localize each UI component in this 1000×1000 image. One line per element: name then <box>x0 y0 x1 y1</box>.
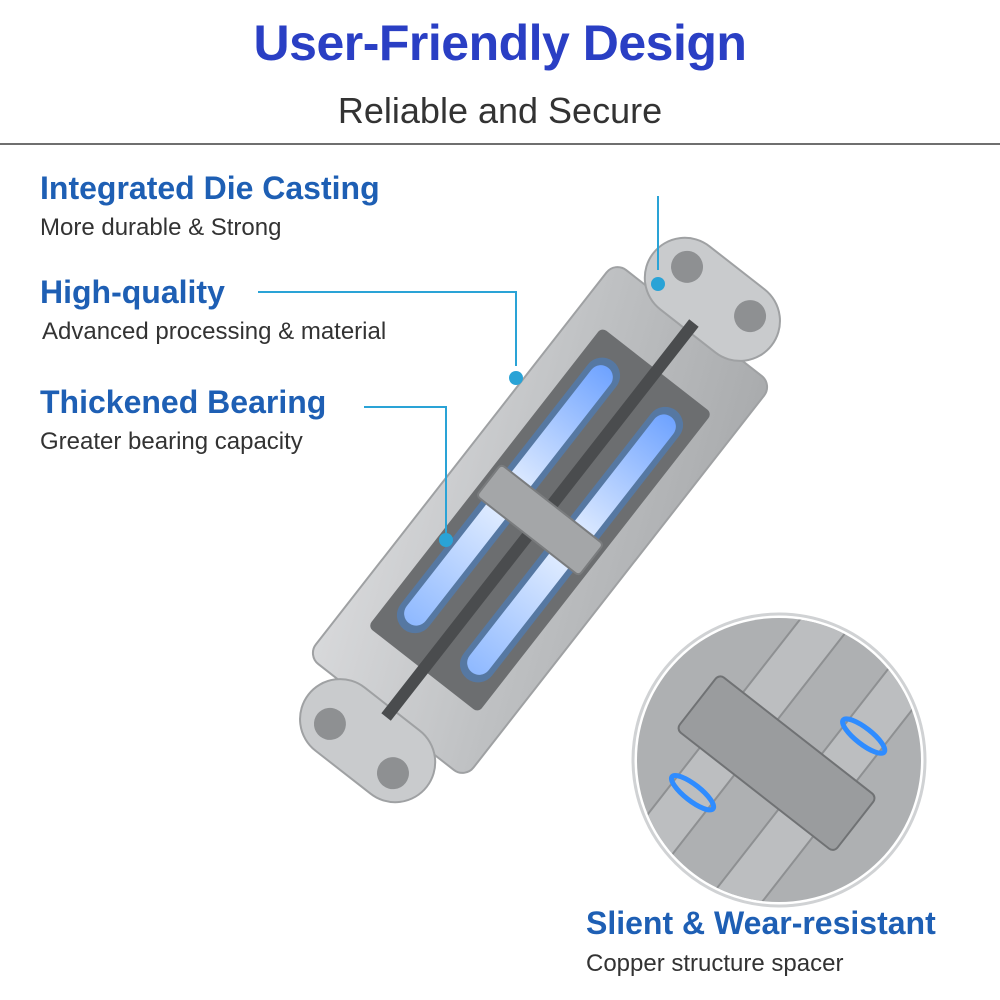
feature-heading-bearing: Thickened Bearing <box>40 384 327 420</box>
leader-line-bearing <box>364 406 447 535</box>
page-subtitle: Reliable and Secure <box>337 90 663 131</box>
feature-heading-die-casting: Integrated Die Casting <box>40 170 380 206</box>
screw-hole <box>376 757 409 790</box>
copper-spacer-highlight <box>668 772 717 813</box>
detail-block <box>677 675 876 851</box>
detail-zoom-circle <box>631 612 927 908</box>
page-title: User-Friendly Design <box>253 15 747 71</box>
leader-dot <box>651 277 665 291</box>
detail-text: Copper structure spacer <box>586 950 844 977</box>
link-block <box>477 464 603 576</box>
detail-heading: Slient & Wear-resistant <box>586 905 936 941</box>
screw-hole <box>313 707 346 740</box>
screw-hole <box>734 300 767 333</box>
header-divider <box>0 143 1000 145</box>
leader-dot <box>439 533 453 547</box>
feature-text-high-quality: Advanced processing & material <box>42 318 387 345</box>
feature-text-bearing: Greater bearing capacity <box>40 428 303 455</box>
hinge-body <box>299 236 781 804</box>
feature-heading-high-quality: High-quality <box>40 274 225 310</box>
copper-spacer-highlight <box>840 716 888 756</box>
leader-line-high-quality <box>258 291 517 366</box>
screw-hole <box>671 250 704 283</box>
leader-lines <box>258 196 659 535</box>
leader-dot <box>509 371 523 385</box>
feature-text-die-casting: More durable & Strong <box>40 214 282 241</box>
